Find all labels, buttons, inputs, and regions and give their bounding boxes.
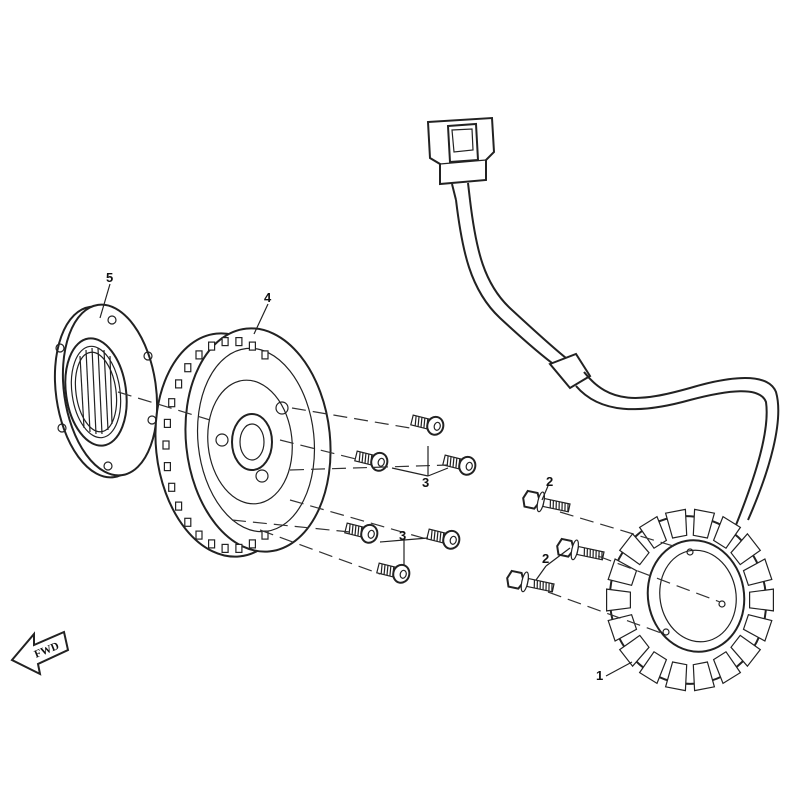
callout-stator: 1: [596, 668, 603, 683]
alignment-lines: [117, 391, 721, 635]
callout-flywheel: 4: [264, 290, 272, 305]
flange-bolt-group: [506, 489, 605, 593]
callout-socket-bolts-lower: 3: [399, 528, 406, 543]
callout-flange-bolts-lower: 2: [542, 551, 549, 566]
flywheel-rotor: [154, 327, 332, 558]
starter-clutch: [53, 303, 159, 479]
forward-direction-arrow: FWD: [10, 630, 70, 676]
callout-starter-clutch: 5: [106, 270, 113, 285]
leader-lines: [99, 283, 633, 677]
stator-coil: [605, 508, 775, 692]
wiring-connector: [426, 116, 496, 201]
harness-clip: [548, 352, 592, 390]
callout-flange-bolt-upper: 2: [546, 474, 553, 489]
callout-socket-bolts-upper: 3: [422, 475, 429, 490]
wiring-harness: [455, 199, 780, 526]
socket-bolt-group: [344, 414, 477, 584]
